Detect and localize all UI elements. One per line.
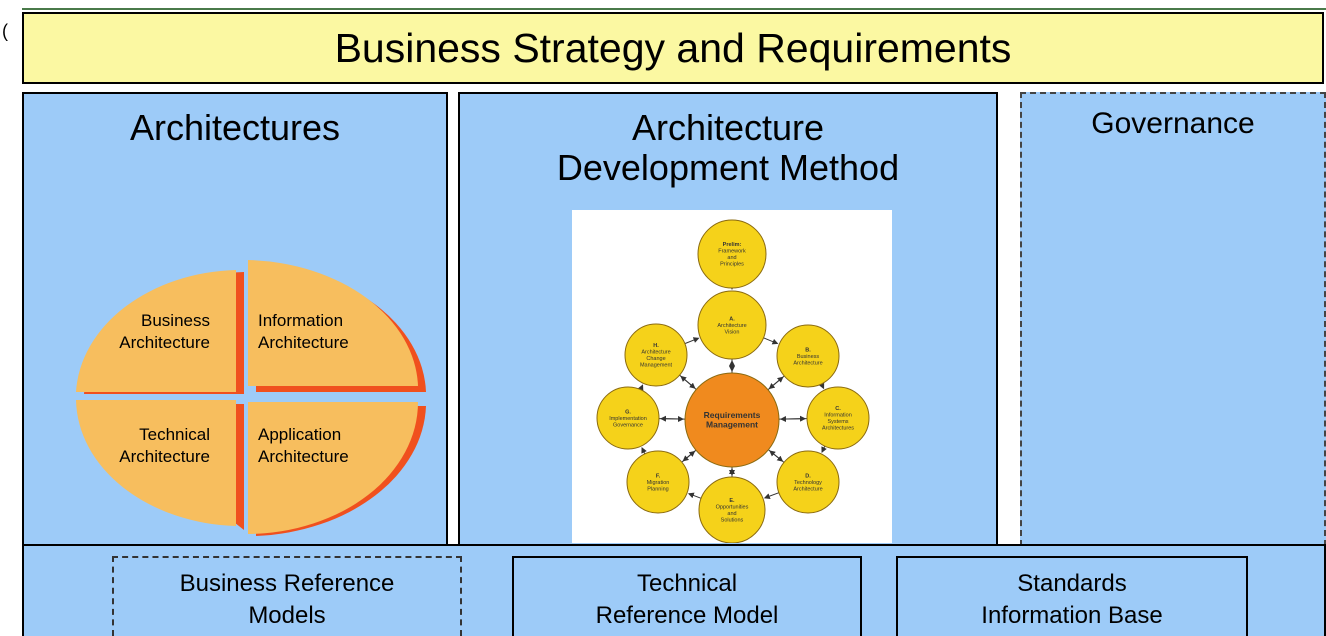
adm-node-label: Management	[706, 420, 758, 430]
adm-node-label: B.	[805, 347, 811, 353]
adm-connector	[763, 492, 780, 499]
stray-character: (	[2, 21, 8, 41]
technical-ref-line2: Reference Model	[595, 602, 779, 629]
adm-connector	[769, 450, 785, 463]
reference-band: Business Reference Models Technical Refe…	[22, 544, 1326, 636]
adm-connector	[818, 382, 825, 390]
adm-title-line1: Architecture	[631, 107, 825, 148]
adm-node-label: Architectures	[822, 426, 854, 432]
business-strategy-banner: Business Strategy and Requirements	[22, 12, 1324, 84]
standards-line1: Standards	[1017, 570, 1127, 597]
business-reference-models: Business Reference Models	[112, 556, 462, 636]
business-ref-line2: Models	[248, 602, 326, 629]
architectures-title: Architectures	[129, 107, 341, 148]
adm-node-label: Framework	[718, 249, 746, 255]
adm-node-label: Principles	[720, 262, 744, 268]
standards-line2: Information Base	[981, 602, 1163, 629]
adm-node-label: Architecture	[793, 486, 822, 492]
adm-node-label: A.	[729, 316, 735, 322]
adm-node-label: E.	[729, 498, 735, 504]
adm-connector	[684, 337, 700, 345]
adm-connector	[641, 446, 647, 455]
governance-panel: Governance	[1020, 92, 1326, 546]
quadrant-label: Business	[141, 311, 210, 330]
quadrant-technical	[76, 400, 236, 526]
adm-node-label: Solutions	[721, 518, 744, 524]
adm-node-label: C.	[835, 406, 841, 412]
adm-connector	[768, 375, 785, 390]
adm-node-label: Requirements	[704, 410, 761, 420]
quadrant-label: Information	[258, 311, 343, 330]
adm-node-label: Technology	[794, 480, 822, 486]
adm-node-label: Architecture	[717, 323, 746, 329]
quadrant-information	[248, 260, 418, 386]
adm-node-label: H.	[653, 343, 659, 349]
adm-node-label: Migration	[647, 480, 670, 486]
adm-node-label: G.	[625, 409, 631, 415]
quadrant-application	[248, 402, 418, 534]
adm-node-label: Governance	[613, 422, 643, 428]
adm-node-label: Opportunities	[716, 505, 749, 511]
top-rule	[22, 8, 1326, 10]
adm-title-line2: Development Method	[556, 147, 900, 188]
standards-information-base: Standards Information Base	[896, 556, 1248, 636]
adm-node-label: Vision	[725, 329, 740, 335]
adm-node-label: Prelim:	[723, 242, 742, 248]
quadrant-label: Technical	[139, 425, 210, 444]
adm-node-label: D.	[805, 473, 811, 479]
adm-node-label: Change	[646, 356, 665, 362]
technical-ref-line1: Technical	[636, 570, 738, 597]
business-ref-line1: Business Reference	[179, 570, 395, 597]
adm-node-label: Architecture	[641, 350, 670, 356]
quadrant-label: Architecture	[258, 333, 349, 352]
banner-title: Business Strategy and Requirements	[334, 25, 1012, 71]
quadrant-label: Application	[258, 425, 341, 444]
adm-connector	[763, 337, 779, 345]
quadrant-business	[76, 270, 236, 392]
adm-connector	[679, 374, 696, 389]
adm-connector	[681, 450, 696, 463]
quadrant-label: Architecture	[258, 447, 349, 466]
adm-connector	[637, 384, 644, 391]
architecture-quadrants: Business Architecture Information Archit…	[76, 260, 426, 536]
adm-node-label: Architecture	[793, 360, 822, 366]
quadrant-label: Architecture	[119, 333, 210, 352]
adm-node-label: Management	[640, 363, 673, 369]
adm-node-label: Information	[824, 413, 852, 419]
adm-node-label: F.	[656, 473, 661, 479]
adm-node-label: and	[727, 511, 736, 517]
adm-connector	[821, 445, 827, 454]
adm-node-label: Systems	[827, 419, 848, 425]
adm-node-label: Planning	[647, 486, 668, 492]
adm-node-label: and	[727, 255, 736, 261]
adm-node-label: Implementation	[609, 416, 647, 422]
architectures-panel: Architectures Business Architecture Info…	[22, 92, 448, 546]
governance-title: Governance	[1091, 107, 1255, 140]
adm-connector	[687, 492, 702, 499]
quadrant-label: Architecture	[119, 447, 210, 466]
technical-reference-model: Technical Reference Model	[512, 556, 862, 636]
adm-node-label: Business	[797, 354, 820, 360]
